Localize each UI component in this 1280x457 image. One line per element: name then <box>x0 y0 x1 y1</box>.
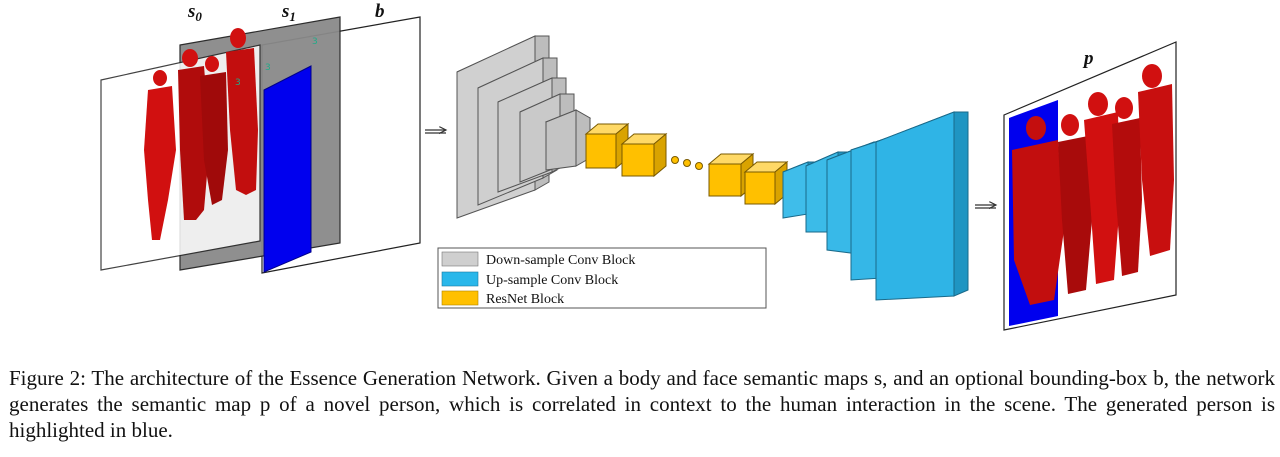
resnet-cube-4 <box>743 160 789 206</box>
caption-line-3: interaction in the scene. The generated … <box>9 392 1276 442</box>
svg-text:3: 3 <box>312 37 318 47</box>
plane-p <box>1003 41 1177 331</box>
svg-text:3: 3 <box>265 63 271 73</box>
people-silhouettes: 3 <box>144 28 258 240</box>
output-arrow <box>975 205 996 208</box>
ellipsis-dot <box>695 162 703 170</box>
legend-item-down-sample: Down-sample Conv Block <box>441 251 635 268</box>
svg-text:Down-sample Conv Block: Down-sample Conv Block <box>486 253 635 268</box>
label-s0: s0 <box>187 1 202 24</box>
up-block-5 <box>875 111 969 301</box>
plane-s0: 3 <box>100 28 261 271</box>
legend: Down-sample Conv Block Up-sample Conv Bl… <box>437 247 767 309</box>
svg-text:ResNet Block: ResNet Block <box>486 292 564 307</box>
label-b: b <box>375 1 385 22</box>
label-s1: s1 <box>281 1 296 24</box>
down-block-5 <box>544 109 592 171</box>
architecture-diagram: 3 3 3 s0 s1 b <box>100 1 1177 331</box>
resnet-blocks <box>584 122 789 206</box>
label-p: p <box>1082 48 1094 69</box>
ellipsis-dot <box>683 159 691 167</box>
up-sample-blocks <box>782 111 969 301</box>
legend-item-up-sample: Up-sample Conv Block <box>441 271 618 288</box>
svg-text:Up-sample Conv Block: Up-sample Conv Block <box>486 273 618 288</box>
output-people <box>1012 64 1174 305</box>
down-sample-blocks <box>456 35 592 219</box>
caption-line-2: bounding-box b, the network generates th… <box>9 366 1276 416</box>
legend-item-resnet: ResNet Block <box>441 290 564 307</box>
figure-caption: Figure 2: The architecture of the Essenc… <box>9 365 1275 443</box>
resnet-cube-2 <box>620 132 668 178</box>
svg-text:3: 3 <box>235 78 241 88</box>
input-arrow <box>425 130 446 133</box>
caption-line-1: Figure 2: The architecture of the Essenc… <box>9 366 1024 390</box>
ellipsis-dot <box>671 156 679 164</box>
